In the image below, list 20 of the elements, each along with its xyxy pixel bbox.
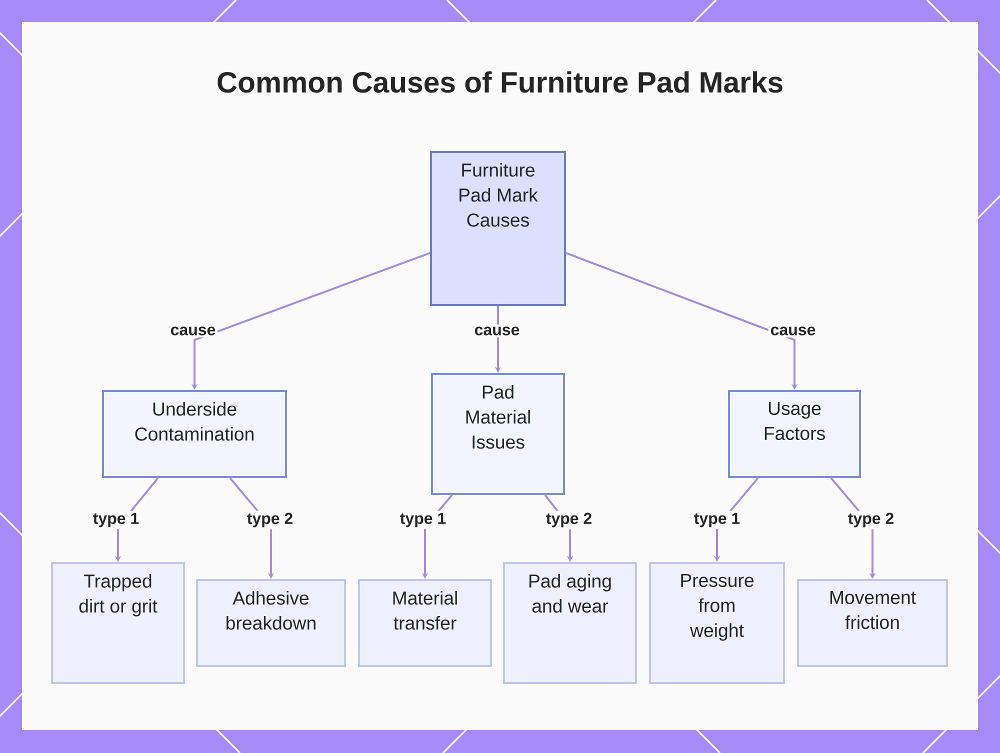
category-box: Material transfer <box>358 579 492 667</box>
edge-label: type 2 <box>244 510 296 530</box>
edge-label: cause <box>168 324 218 338</box>
edge-label: cause <box>768 324 818 338</box>
edge-label: type 1 <box>90 510 142 530</box>
category-box: Furniture Pad Mark Causes <box>430 151 566 306</box>
category-box: Pad aging and wear <box>503 562 637 684</box>
title: Common Causes of Furniture Pad Marks <box>218 71 782 93</box>
category-box: Underside Contamination <box>102 390 287 478</box>
edge-label: type 1 <box>692 510 742 530</box>
edge-label: cause <box>472 324 522 338</box>
category-box: Pressure from weight <box>649 562 785 684</box>
edge-label: type 2 <box>846 510 896 530</box>
edge-label: type 1 <box>398 510 448 530</box>
category-box: Pad Material Issues <box>431 373 565 495</box>
category-box: Movement friction <box>797 579 948 667</box>
category-box: Adhesive breakdown <box>196 579 346 667</box>
edge-label: type 2 <box>544 510 594 530</box>
category-box: Usage Factors <box>728 390 861 478</box>
category-box: Trapped dirt or grit <box>51 562 185 684</box>
